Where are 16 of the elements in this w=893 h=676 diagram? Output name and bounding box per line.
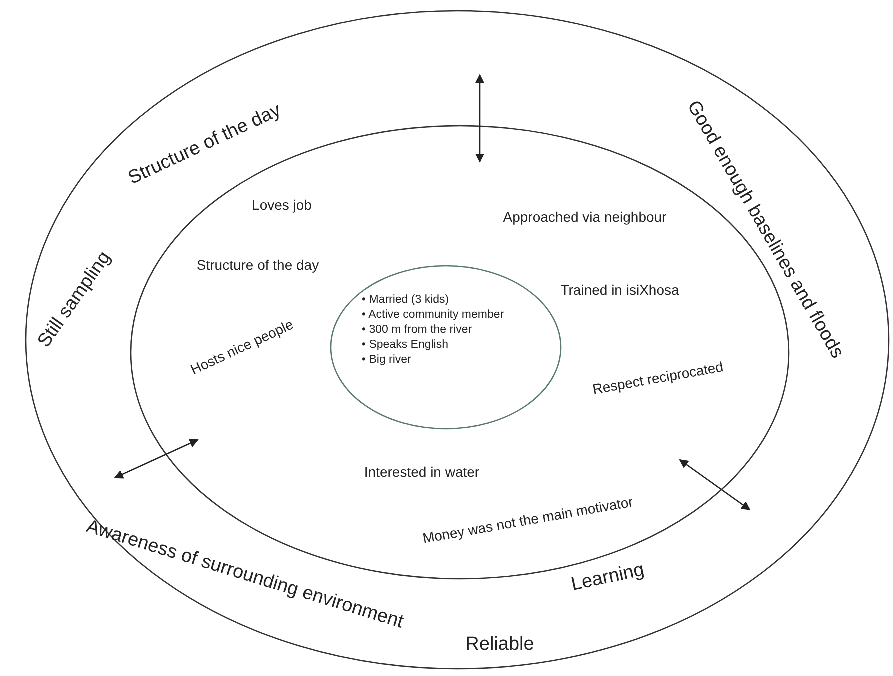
ring-label: Respect reciprocated	[591, 358, 725, 398]
bullet-item: • Married (3 kids)	[362, 293, 450, 308]
ring-label: Trained in isiXhosa	[560, 282, 680, 298]
ring-label: Reliable	[466, 634, 534, 656]
bullet-item: • 300 m from the river	[362, 323, 474, 338]
bullet-item: • Big river	[362, 353, 412, 368]
ring-label: Money was not the main motivator	[422, 494, 634, 546]
bullet-item: • Speaks English	[362, 338, 450, 353]
ring-label: Interested in water	[364, 464, 480, 480]
ring-label: Loves job	[252, 197, 312, 213]
ring-label: Learning	[570, 560, 646, 596]
ring-label: Approached via neighbour	[503, 209, 667, 225]
ring-label: Structure of the day	[196, 257, 320, 273]
bullet-item: • Active community member	[362, 308, 506, 323]
ellipse-ring	[330, 265, 562, 430]
ellipse-ring	[25, 10, 890, 670]
